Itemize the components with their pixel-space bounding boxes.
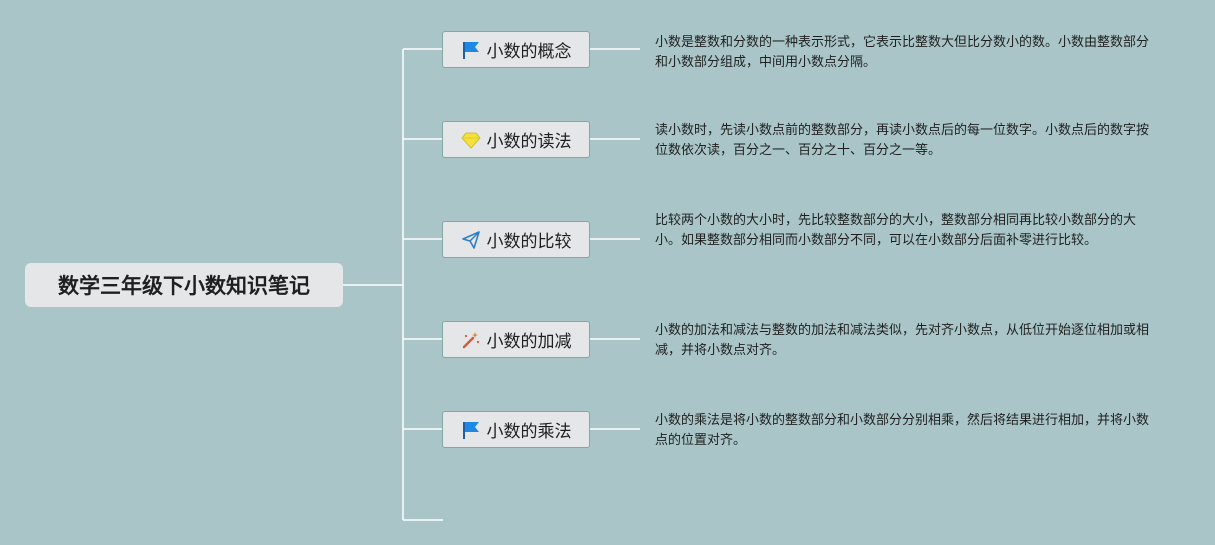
topic-label: 小数的概念 <box>486 42 572 62</box>
blue-flag-icon <box>461 420 481 440</box>
note-text: 比较两个小数的大小时，先比较整数部分的大小，整数部分相同再比较小数部分的大小。如… <box>655 213 1137 248</box>
note-concept: 小数是整数和分数的一种表示形式，它表示比整数大但比分数小的数。小数由整数部分和小… <box>655 33 1149 73</box>
topic-multiplication[interactable]: 小数的乘法 <box>442 411 590 448</box>
topic-label: 小数的读法 <box>486 132 572 152</box>
topic-add-subtract[interactable]: 小数的加减 <box>442 321 590 358</box>
root-title: 数学三年级下小数知识笔记 <box>58 274 310 298</box>
note-add-subtract: 小数的加法和减法与整数的加法和减法类似，先对齐小数点，从低位开始逐位相加或相减，… <box>655 321 1149 361</box>
note-text: 小数的乘法是将小数的整数部分和小数部分分别相乘，然后将结果进行相加，并将小数点的… <box>655 413 1150 448</box>
blue-flag-icon <box>461 40 481 60</box>
note-text: 小数的加法和减法与整数的加法和减法类似，先对齐小数点，从低位开始逐位相加或相减，… <box>655 323 1150 358</box>
paper-plane-icon <box>461 230 481 250</box>
topic-concept[interactable]: 小数的概念 <box>442 31 590 68</box>
yellow-gem-icon <box>460 130 481 150</box>
note-text: 读小数时，先读小数点前的整数部分，再读小数点后的每一位数字。小数点后的数字按位数… <box>655 123 1150 158</box>
note-reading: 读小数时，先读小数点前的整数部分，再读小数点后的每一位数字。小数点后的数字按位数… <box>655 121 1149 161</box>
topic-comparison[interactable]: 小数的比较 <box>442 221 590 258</box>
topic-reading[interactable]: 小数的读法 <box>442 121 590 158</box>
topic-label: 小数的加减 <box>486 332 572 352</box>
note-text: 小数是整数和分数的一种表示形式，它表示比整数大但比分数小的数。小数由整数部分和小… <box>655 35 1150 70</box>
note-comparison: 比较两个小数的大小时，先比较整数部分的大小，整数部分相同再比较小数部分的大小。如… <box>655 211 1149 251</box>
note-multiplication: 小数的乘法是将小数的整数部分和小数部分分别相乘，然后将结果进行相加，并将小数点的… <box>655 411 1149 451</box>
magic-wand-icon <box>461 330 481 350</box>
topic-label: 小数的比较 <box>486 232 572 252</box>
root-topic[interactable]: 数学三年级下小数知识笔记 <box>25 263 343 307</box>
topic-label: 小数的乘法 <box>486 422 572 442</box>
